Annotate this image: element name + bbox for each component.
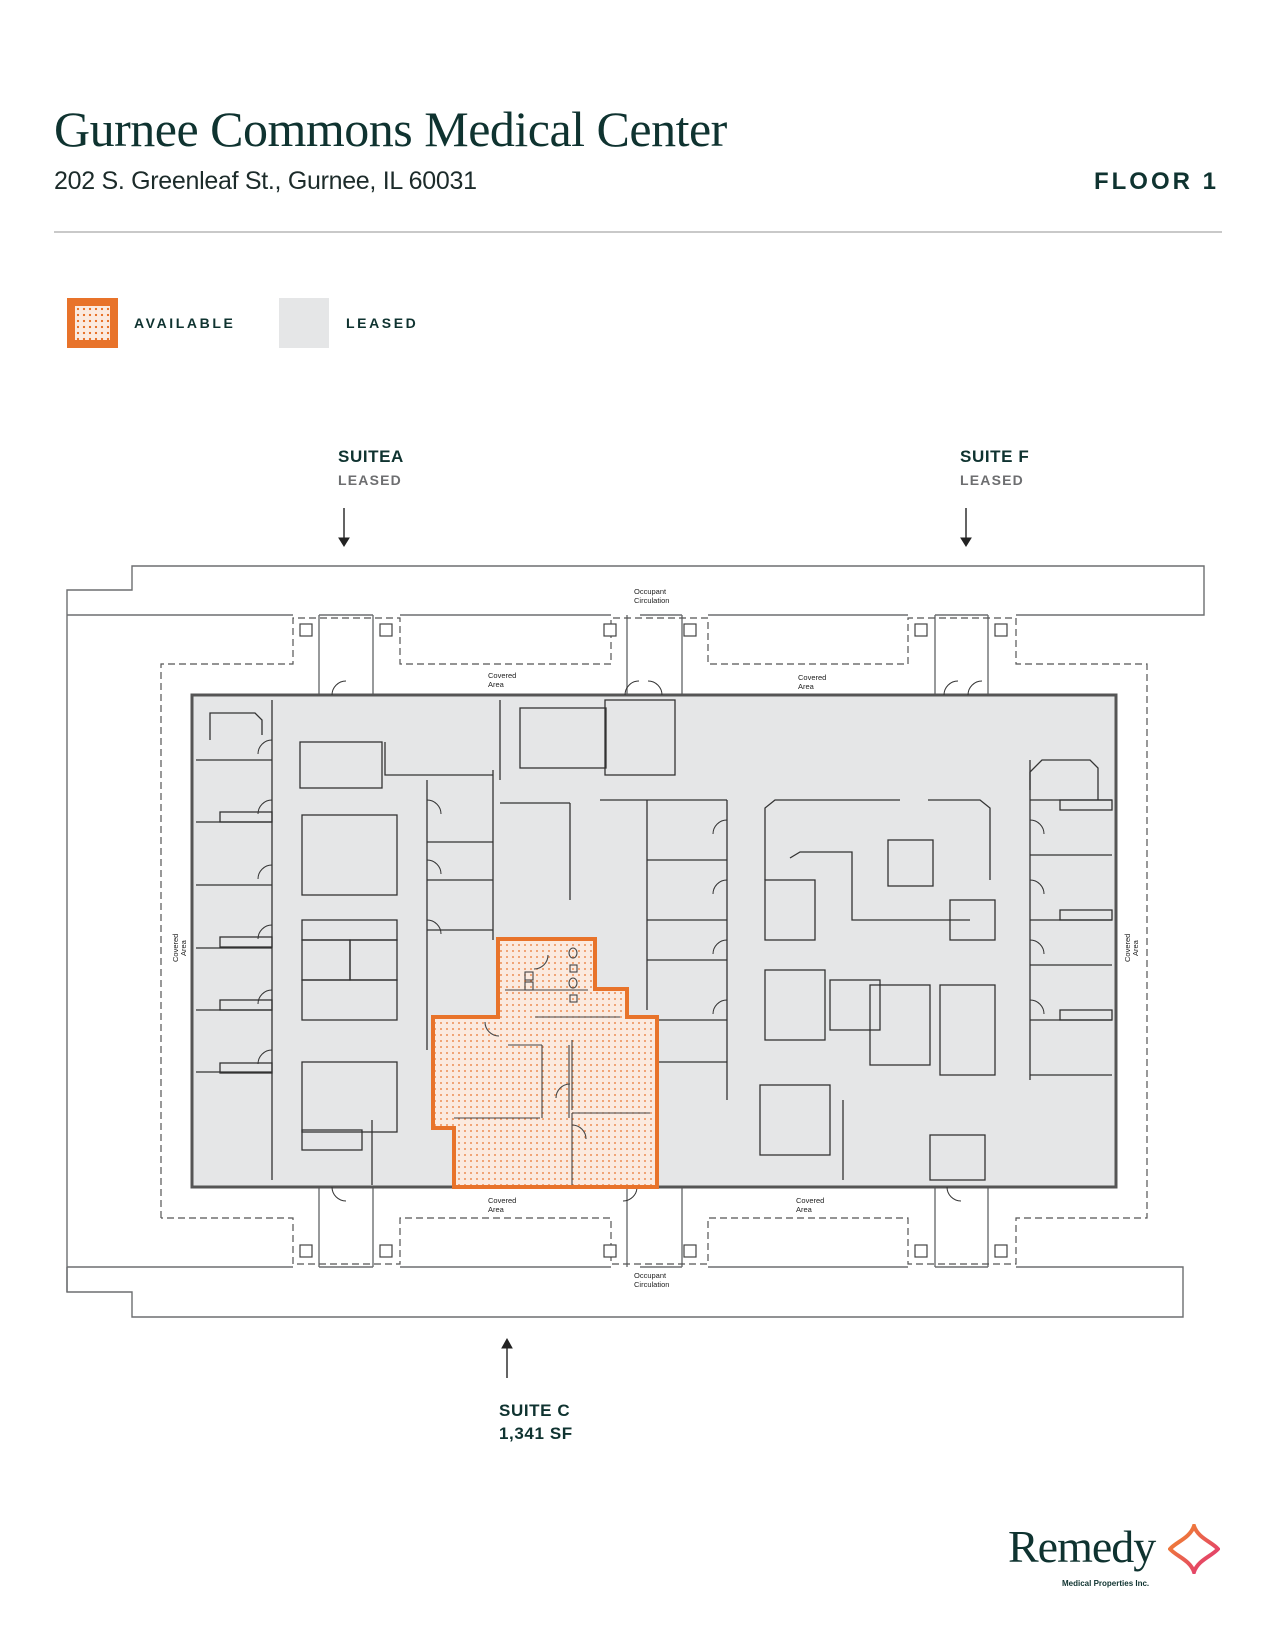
suite-f-arrow-icon — [960, 508, 972, 547]
suite-f-name: SUITE F — [960, 447, 1030, 466]
interior-walls — [196, 699, 1113, 1185]
logo-wordmark: Remedy — [1008, 1521, 1156, 1572]
covered-area-outline — [160, 617, 1148, 1265]
legend-swatch-leased — [279, 298, 329, 348]
page-title: Gurnee Commons Medical Center — [54, 101, 727, 157]
label-occupant-top-2: Circulation — [634, 596, 669, 605]
floor-label: FLOOR 1 — [1093, 168, 1219, 195]
door-swings — [257, 680, 1045, 1202]
column-markers — [299, 623, 1008, 1258]
label-occupant-bottom-1: Occupant — [634, 1271, 667, 1280]
suite-a-name: SUITEA — [338, 447, 404, 466]
suite-f-status: LEASED — [960, 472, 1024, 488]
svg-text:CoveredArea: CoveredArea — [171, 934, 188, 962]
suite-c-size: 1,341 SF — [499, 1424, 573, 1443]
suite-a-arrow-icon — [338, 508, 350, 547]
svg-text:CoveredArea: CoveredArea — [798, 673, 826, 691]
address: 202 S. Greenleaf St., Gurnee, IL 60031 — [54, 167, 477, 195]
header-divider — [54, 231, 1222, 233]
legend-label-leased: LEASED — [346, 315, 419, 331]
suite-c-name: SUITE C — [499, 1401, 571, 1420]
svg-text:CoveredArea: CoveredArea — [488, 671, 516, 689]
svg-text:CoveredArea: CoveredArea — [796, 1196, 824, 1214]
legend-swatch-available — [67, 298, 118, 348]
suite-c-arrow-icon — [501, 1337, 513, 1378]
remedy-logo-icon — [1168, 1524, 1220, 1574]
label-occupant-bottom-2: Circulation — [634, 1280, 669, 1289]
svg-text:CoveredArea: CoveredArea — [1123, 934, 1140, 962]
legend-label-available: AVAILABLE — [134, 315, 236, 331]
suite-a-status: LEASED — [338, 472, 402, 488]
site-perimeter — [66, 565, 1205, 1318]
suite-c-available-area — [431, 937, 659, 1189]
logo-subtitle: Medical Properties Inc. — [1062, 1579, 1150, 1588]
label-occupant-top-1: Occupant — [634, 587, 667, 596]
svg-text:CoveredArea: CoveredArea — [488, 1196, 516, 1214]
